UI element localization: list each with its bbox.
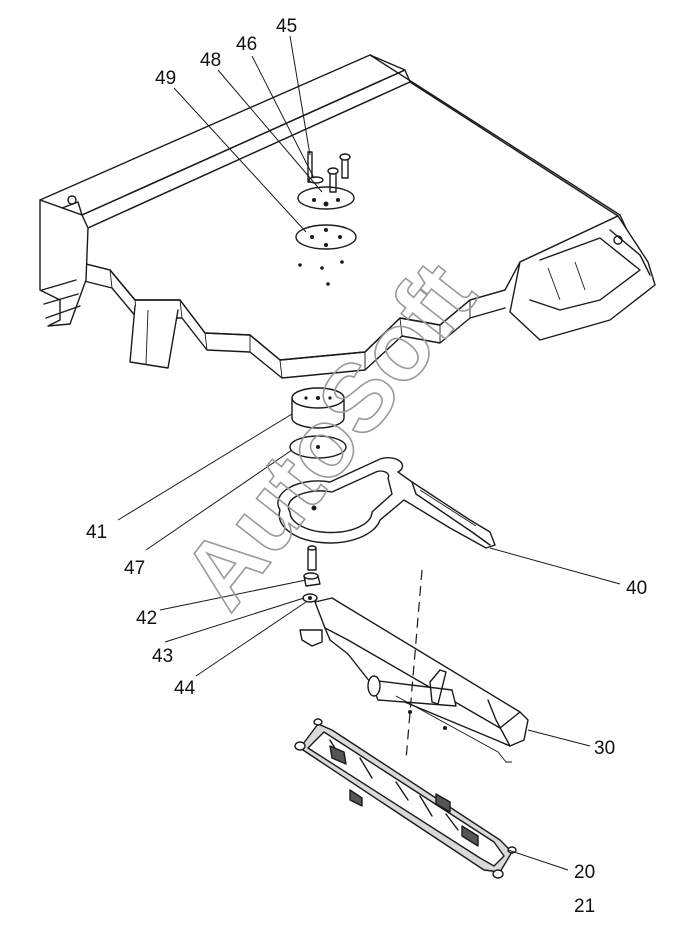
frame-assembly	[39, 54, 656, 379]
callout-46: 46	[236, 34, 257, 55]
base-rail	[294, 718, 517, 879]
callout-43: 43	[152, 646, 173, 667]
callout-21: 21	[574, 896, 595, 917]
support-bracket	[277, 457, 496, 549]
callout-20: 20	[574, 862, 595, 883]
callout-30: 30	[594, 738, 615, 759]
callout-48: 48	[200, 50, 221, 71]
callout-45: 45	[276, 16, 297, 37]
leader-lines	[117, 35, 621, 871]
callout-41: 41	[86, 522, 107, 543]
callout-labels: 45 46 48 49 41 47 42 43 44 40 30 20 21	[86, 16, 647, 917]
fastener-stack	[302, 545, 321, 603]
callout-40: 40	[626, 578, 647, 599]
callout-49: 49	[155, 68, 176, 89]
mount-pedestal	[289, 387, 347, 459]
callout-44: 44	[174, 678, 196, 699]
callout-47: 47	[124, 558, 145, 579]
seat-slide-rail	[299, 597, 529, 763]
callout-42: 42	[136, 608, 157, 629]
